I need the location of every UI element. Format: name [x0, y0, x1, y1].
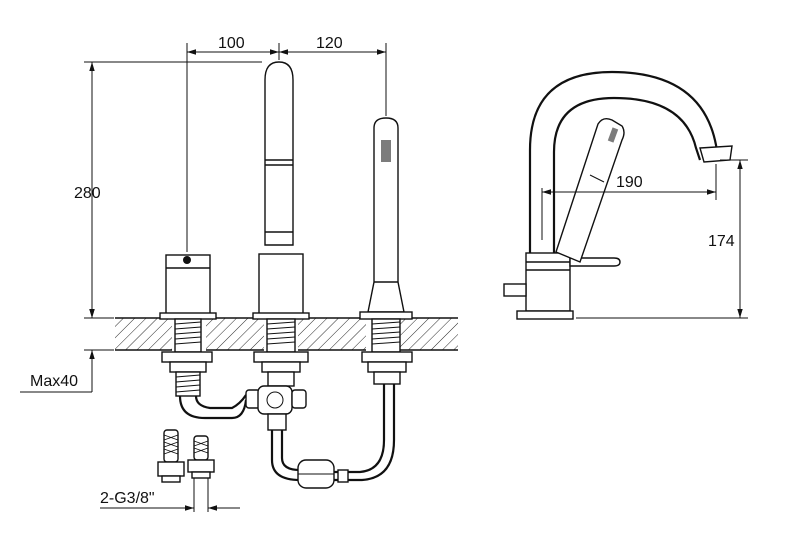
- dim-max-thickness: Max40: [30, 373, 78, 390]
- side-view-faucet: [503, 70, 748, 320]
- dim-hose-thread: 2-G3/8": [100, 490, 155, 507]
- dim-height-total: 280: [74, 185, 101, 202]
- mixer-valve-body: [159, 254, 217, 397]
- dim-spacing-right: 120: [316, 35, 343, 52]
- hand-shower: [359, 117, 413, 385]
- flex-hoses: [157, 429, 215, 512]
- dim-spacing-left: 100: [218, 35, 245, 52]
- spout-body: [252, 61, 310, 387]
- front-dimensions: [20, 43, 387, 511]
- dim-spout-height: 174: [708, 233, 735, 250]
- dim-spout-reach: 190: [616, 174, 643, 191]
- piping-assembly: [178, 384, 396, 489]
